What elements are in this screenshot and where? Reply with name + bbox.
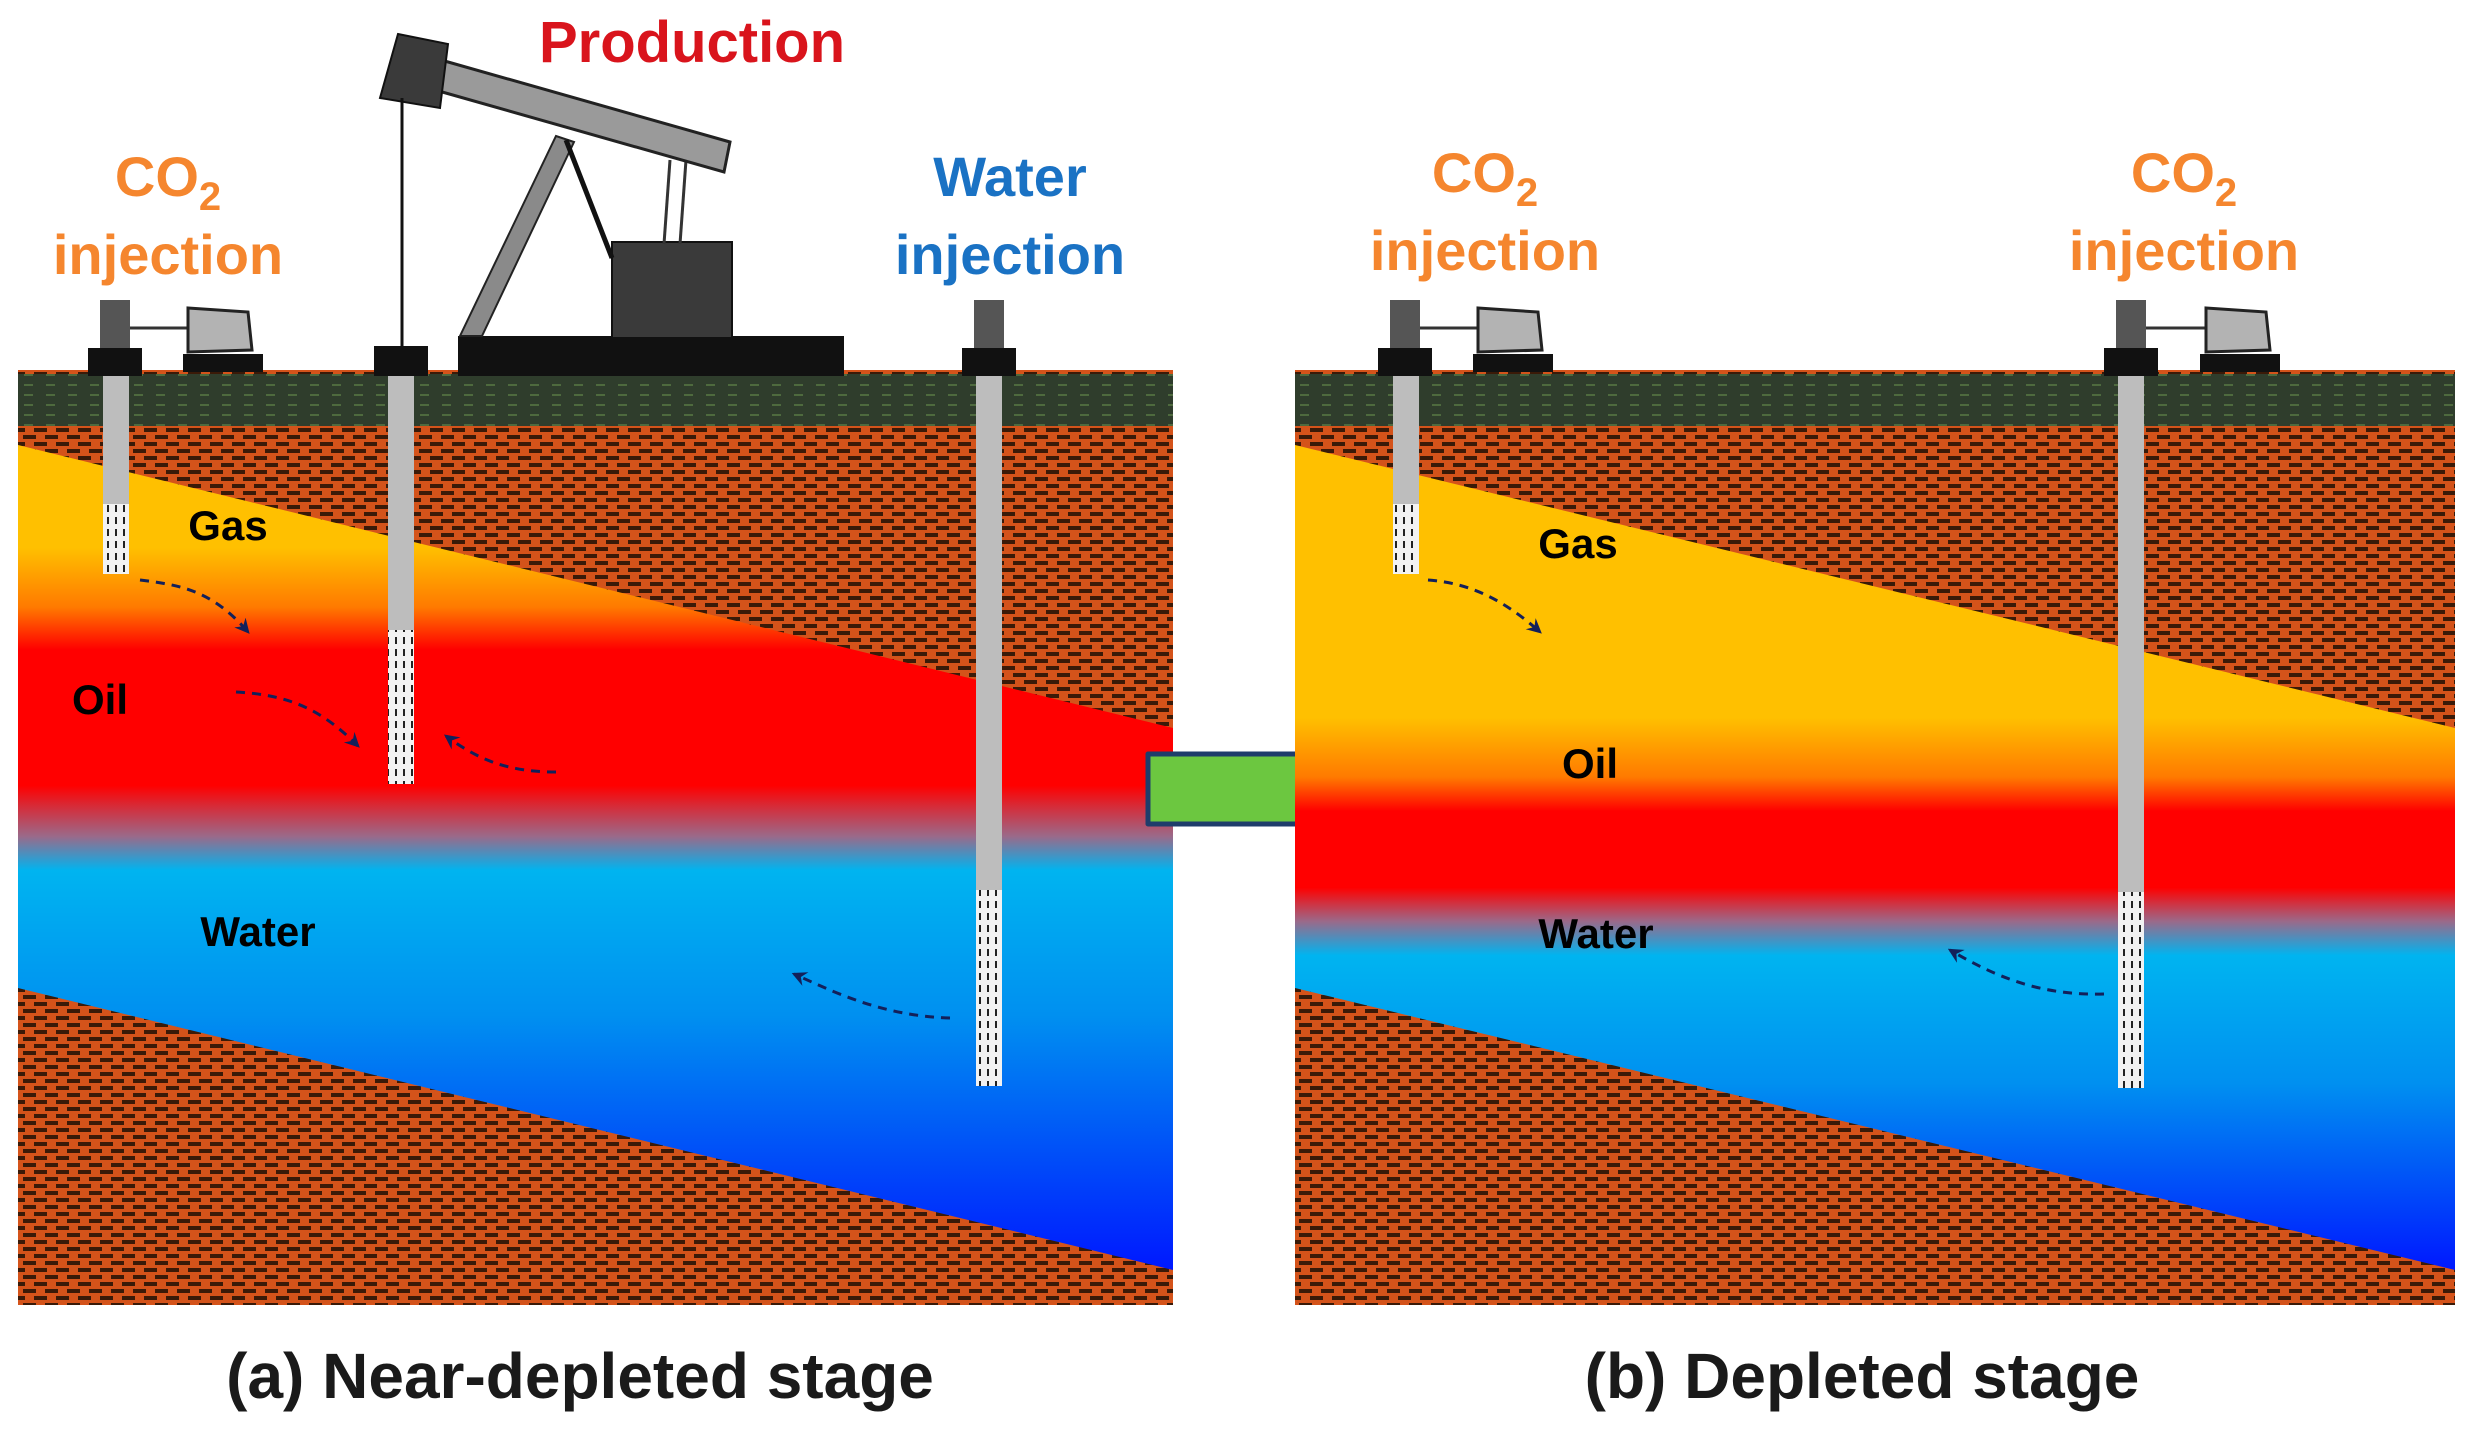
zone-gas-label-b: Gas — [1538, 520, 1617, 567]
compressor-icon — [1476, 306, 1544, 354]
wellhead — [100, 300, 130, 350]
crank-link-2 — [678, 159, 688, 245]
well-perforation — [103, 504, 129, 574]
caption-b: (b) Depleted stage — [1585, 1340, 2140, 1412]
panel-a: Production CO2 injection Water injection… — [18, 10, 1173, 1412]
compressor-base — [1473, 354, 1553, 372]
water-injection-label-line2: injection — [895, 223, 1125, 286]
pumpjack-base — [458, 336, 844, 376]
caption-a: (a) Near-depleted stage — [226, 1340, 934, 1412]
injection-label-left: injection — [53, 223, 283, 286]
panel-a-reservoir — [18, 445, 1173, 1270]
panel-a-flow-arrows — [139, 578, 951, 1020]
well-perforation — [2118, 892, 2144, 1088]
wellhead — [974, 300, 1004, 350]
zone-gas-label: Gas — [188, 502, 267, 549]
wellhead-base — [1378, 348, 1432, 376]
production-label: Production — [539, 10, 845, 75]
crank-link-1 — [662, 159, 672, 245]
wellhead — [1390, 300, 1420, 350]
panel-a-water-well — [962, 300, 1016, 1086]
flow-arrow — [235, 690, 360, 748]
zone-water-label-b: Water — [1538, 910, 1653, 957]
wellhead-base — [962, 348, 1016, 376]
production-wellhead — [374, 346, 428, 376]
compressor-base — [2200, 354, 2280, 372]
injection-label-b-left: injection — [1370, 219, 1600, 282]
co2-injection-label-left: CO2 — [115, 145, 221, 219]
flow-arrow — [791, 972, 951, 1020]
production-perforation — [388, 630, 414, 784]
compressor-base — [183, 354, 263, 372]
well-perforation — [976, 890, 1002, 1086]
wellhead-base — [2104, 348, 2158, 376]
zone-oil-label-b: Oil — [1562, 740, 1618, 787]
horse-head — [378, 32, 450, 110]
well-casing — [1393, 376, 1419, 504]
wellhead-base — [88, 348, 142, 376]
samson-post — [458, 134, 576, 337]
gearbox — [611, 241, 733, 339]
well-casing — [976, 376, 1002, 890]
compressor-icon — [2204, 306, 2272, 354]
well-casing — [2118, 376, 2144, 892]
panel-b-co2-well-left — [1378, 300, 1553, 574]
well-perforation — [1393, 504, 1419, 574]
zone-oil-label: Oil — [72, 676, 128, 723]
water-injection-label-line1: Water — [933, 145, 1087, 208]
panel-b-co2-well-right — [2104, 300, 2280, 1088]
panel-b-reservoir — [1295, 445, 2455, 1270]
well-casing — [103, 376, 129, 504]
panel-b-flow-arrows — [1427, 578, 2105, 996]
zone-water-label: Water — [200, 908, 315, 955]
flow-arrow — [1947, 948, 2105, 996]
panel-b: CO2 injection CO2 injection Gas Oil Wate… — [1295, 141, 2455, 1412]
wellhead — [2116, 300, 2146, 350]
pitman-arm — [563, 139, 615, 259]
injection-label-b-right: injection — [2069, 219, 2299, 282]
compressor-icon — [186, 306, 254, 354]
panel-a-co2-well — [88, 300, 263, 574]
production-casing — [388, 376, 414, 630]
panel-a-pumpjack — [374, 32, 844, 784]
panel-b-surface — [1295, 374, 2455, 426]
co2-injection-label-b-left: CO2 — [1432, 141, 1538, 215]
flow-arrow — [139, 578, 250, 634]
co2-injection-label-b-right: CO2 — [2131, 141, 2237, 215]
